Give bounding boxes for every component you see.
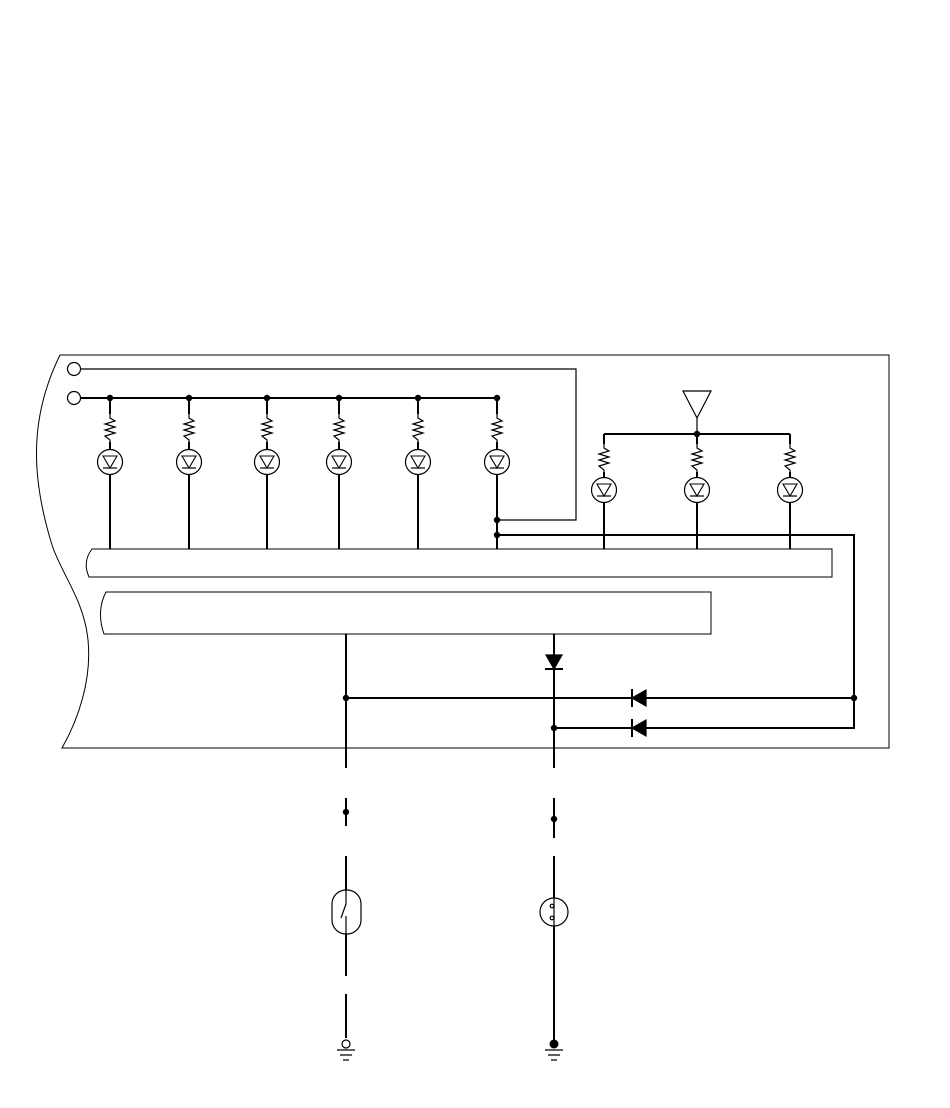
terminal-icon — [66, 361, 82, 377]
ground-icon — [545, 1039, 563, 1061]
led-icon — [483, 448, 511, 476]
junction-dot — [414, 394, 422, 402]
wire-right-loop — [497, 534, 855, 729]
resistor-icon — [410, 414, 426, 442]
resistor-icon — [689, 444, 705, 472]
junction-dot — [550, 815, 558, 823]
junction-dot — [263, 394, 271, 402]
wire-terminal-1 — [80, 368, 577, 521]
resistor-icon — [782, 444, 798, 472]
junction-dot — [342, 808, 350, 816]
diode-icon — [630, 718, 647, 738]
right-led-group — [590, 434, 804, 549]
bus-junctions — [106, 394, 501, 402]
resistor-icon — [181, 414, 197, 442]
terminal-icon — [66, 390, 82, 406]
top-led-group — [96, 398, 511, 549]
housing-boundary — [35, 354, 890, 749]
led-icon — [590, 476, 618, 504]
resistor-icon — [489, 414, 505, 442]
junction-dot — [106, 394, 114, 402]
antenna-icon — [682, 390, 712, 434]
led-icon — [96, 448, 124, 476]
resistor-icon — [259, 414, 275, 442]
led-icon — [683, 476, 711, 504]
led-icon — [325, 448, 353, 476]
diode-icon — [544, 654, 564, 671]
led-icon — [776, 476, 804, 504]
resistor-icon — [102, 414, 118, 442]
connector-bar-lower — [100, 591, 712, 635]
junction-dot — [550, 724, 558, 732]
junction-dot — [185, 394, 193, 402]
junction-dot — [335, 394, 343, 402]
diode-icon — [630, 688, 647, 708]
junction-dot — [493, 394, 501, 402]
resistor-icon — [596, 444, 612, 472]
junction-dot — [493, 516, 501, 524]
switch-icon — [331, 889, 362, 935]
ground-icon — [337, 1039, 355, 1061]
led-icon — [253, 448, 281, 476]
resistor-icon — [331, 414, 347, 442]
junction-dot — [693, 430, 701, 438]
led-icon — [404, 448, 432, 476]
led-icon — [175, 448, 203, 476]
switch-icon — [539, 897, 569, 927]
connector-bar-upper — [85, 548, 833, 578]
junction-dot — [342, 694, 350, 702]
